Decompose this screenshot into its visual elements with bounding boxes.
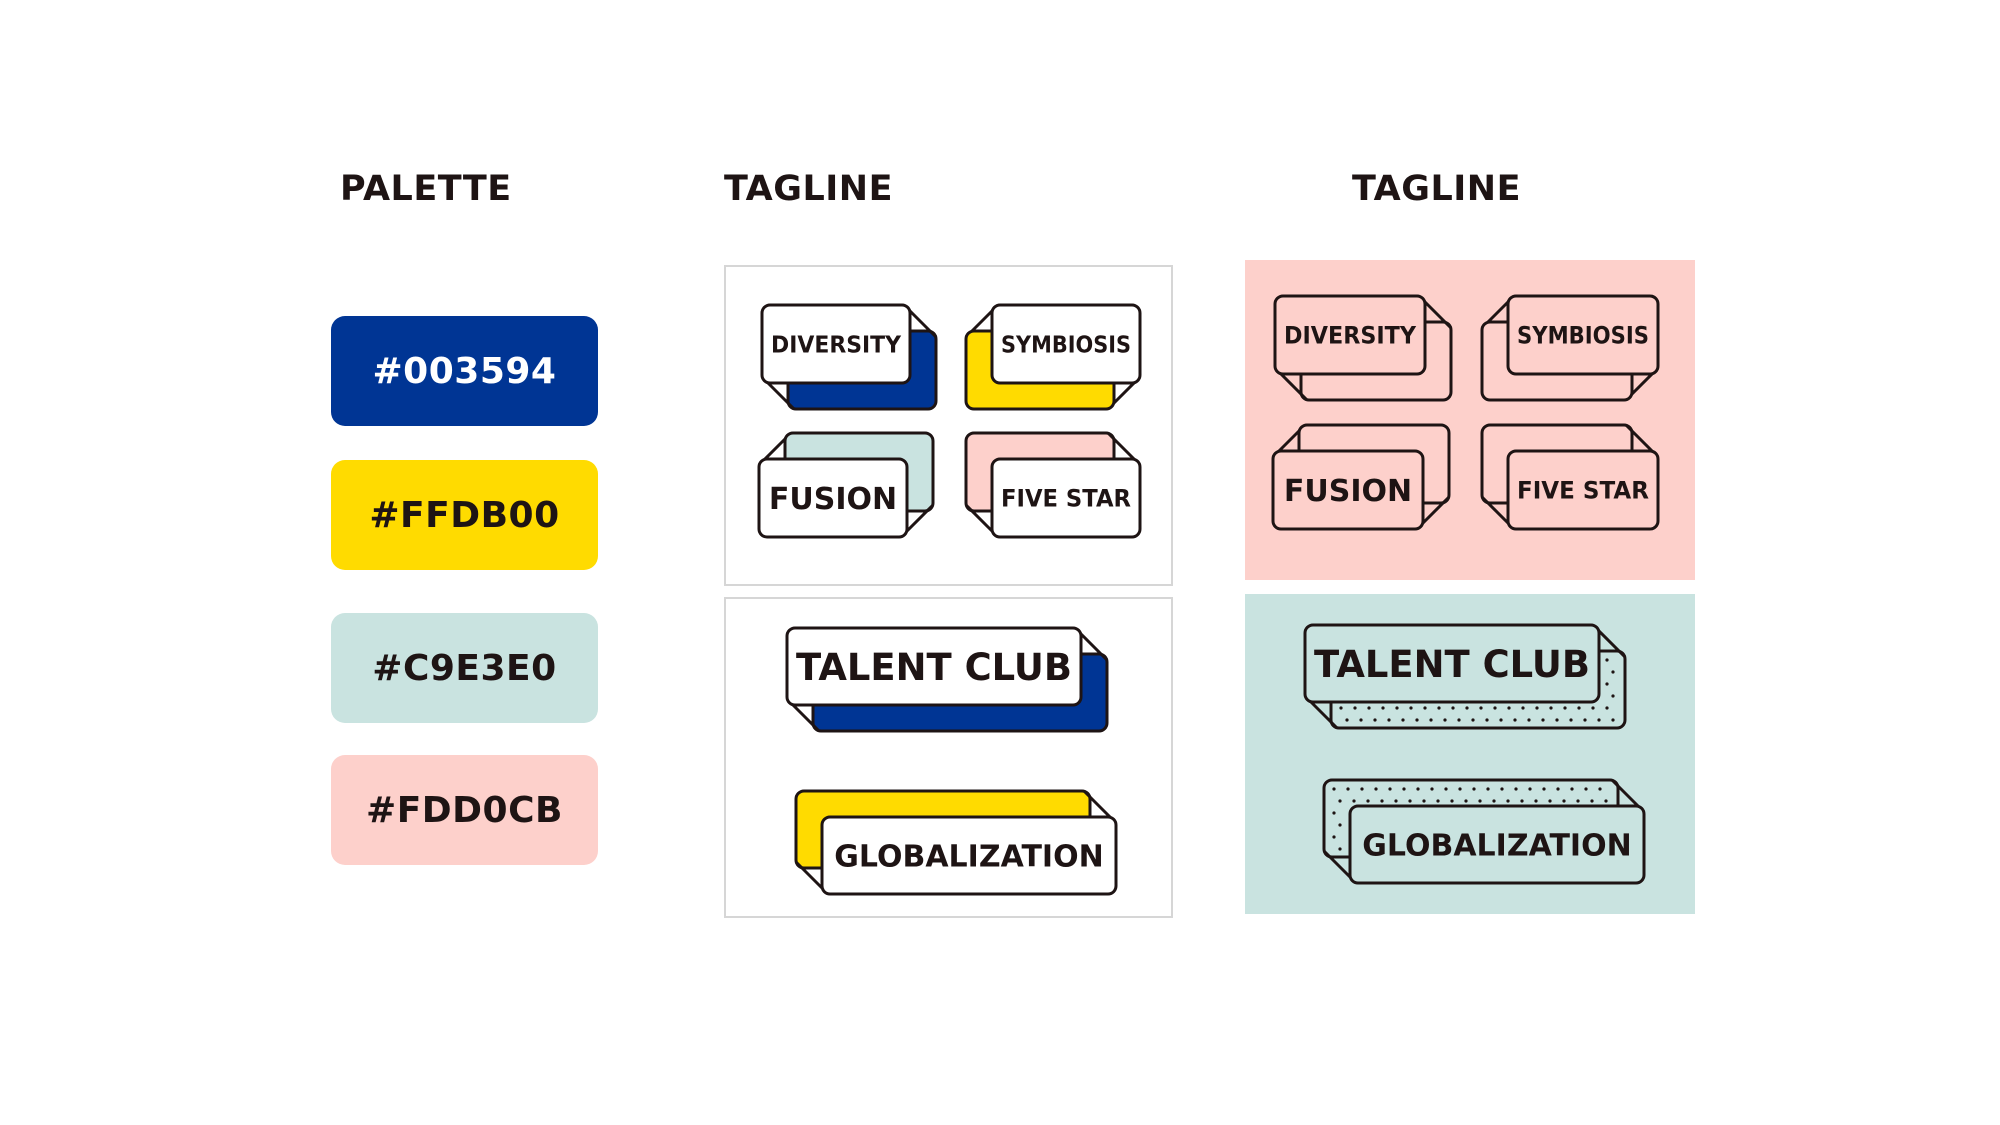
tag-diversity-white: DIVERSITY xyxy=(760,303,938,411)
tag-diversity-pink-front-panel xyxy=(1273,294,1427,376)
tagline-panel-large-white: TALENT CLUB GLOBALIZATION xyxy=(724,597,1173,918)
tag-globalization-white-fold-line xyxy=(794,860,824,890)
tag-five-star-white: FIVE STAR xyxy=(964,431,1142,539)
tag-fusion-white-front-panel xyxy=(757,457,909,539)
tag-fusion-pink-label: FUSION xyxy=(1284,474,1412,509)
swatch-pink: #FDD0CB xyxy=(331,755,598,865)
tag-group-small-pink: DIVERSITY SYMBIOSIS FUSION FIVE STAR xyxy=(1271,294,1660,531)
tag-talent-club-white-fold-line xyxy=(1079,632,1109,662)
tag-globalization-white-fold-line xyxy=(1082,789,1112,819)
palette-heading: PALETTE xyxy=(340,169,512,209)
tag-diversity-white-label: DIVERSITY xyxy=(771,332,901,358)
tag-talent-club-mint-label: TALENT CLUB xyxy=(1314,643,1590,686)
tag-globalization-mint-front-panel xyxy=(1348,804,1646,885)
swatch-mint-label: #C9E3E0 xyxy=(372,647,557,689)
swatch-pink-label: #FDD0CB xyxy=(366,789,563,831)
tag-diversity-pink-label: DIVERSITY xyxy=(1284,322,1417,350)
tag-talent-club-mint-front-panel xyxy=(1303,623,1601,704)
tag-fusion-white-label: FUSION xyxy=(769,482,897,517)
tag-five-star-pink-fold-line xyxy=(1624,423,1654,453)
tag-diversity-pink-fold-line xyxy=(1423,300,1453,330)
tag-diversity-pink-fold-line xyxy=(1279,372,1309,402)
tag-group-small-white: DIVERSITY SYMBIOSIS FUSION FIVE STAR xyxy=(757,303,1142,539)
tag-five-star-white-fold-line xyxy=(1106,431,1136,461)
tag-fusion-pink-fold-line xyxy=(1421,495,1451,525)
tag-diversity-white-fold-line xyxy=(908,309,938,339)
tag-talent-club-white-label: TALENT CLUB xyxy=(796,646,1072,689)
tag-globalization-mint-label: GLOBALIZATION xyxy=(1362,828,1631,863)
tag-globalization-mint-dot-pattern xyxy=(1332,787,1608,851)
tag-fusion-white-fold-line xyxy=(905,503,935,533)
tag-symbiosis-white-label: SYMBIOSIS xyxy=(1001,332,1131,358)
swatch-blue-label: #003594 xyxy=(372,350,557,392)
swatch-yellow-label: #FFDB00 xyxy=(369,494,560,536)
tag-globalization-white: GLOBALIZATION xyxy=(794,789,1118,896)
tag-five-star-pink-fold-line xyxy=(1480,495,1510,525)
tag-five-star-white-label: FIVE STAR xyxy=(1001,485,1131,513)
tag-globalization-mint-fold-line xyxy=(1322,849,1352,879)
tag-symbiosis-pink-front-panel xyxy=(1506,294,1660,376)
tag-symbiosis-white-front-panel xyxy=(990,303,1142,385)
tag-group-large-white: TALENT CLUB GLOBALIZATION xyxy=(785,626,1118,896)
swatch-yellow: #FFDB00 xyxy=(331,460,598,570)
tag-five-star-white-fold-line xyxy=(964,503,994,533)
tag-diversity-white-front-panel xyxy=(760,303,912,385)
tag-diversity-pink: DIVERSITY xyxy=(1273,294,1453,402)
tag-symbiosis-pink-label: SYMBIOSIS xyxy=(1517,322,1649,350)
swatch-mint: #C9E3E0 xyxy=(331,613,598,723)
tagline-heading-1: TAGLINE xyxy=(724,169,893,209)
tag-globalization-white-label: GLOBALIZATION xyxy=(834,839,1103,874)
tag-fusion-pink: FUSION xyxy=(1271,423,1451,531)
tag-symbiosis-white: SYMBIOSIS xyxy=(964,303,1142,411)
swatch-blue: #003594 xyxy=(331,316,598,426)
tag-talent-club-mint-fold-line xyxy=(1309,700,1339,730)
tag-talent-club-white-front-panel xyxy=(785,626,1083,707)
tagline-panel-large-mint: TALENT CLUB GLOBALIZATION xyxy=(1245,594,1695,914)
tag-diversity-white-fold-line xyxy=(766,381,796,411)
tag-group-large-mint: TALENT CLUB GLOBALIZATION xyxy=(1303,623,1646,885)
tagline-heading-2: TAGLINE xyxy=(1352,169,1521,209)
tagline-panel-small-pink: DIVERSITY SYMBIOSIS FUSION FIVE STAR xyxy=(1245,260,1695,580)
tag-talent-club-white-fold-line xyxy=(791,703,821,733)
tag-five-star-pink-label: FIVE STAR xyxy=(1517,477,1649,505)
tag-five-star-pink-front-panel xyxy=(1506,449,1660,531)
tagline-panel-small-white: DIVERSITY SYMBIOSIS FUSION FIVE STAR xyxy=(724,265,1173,586)
tag-talent-club-mint-fold-line xyxy=(1597,629,1627,659)
tag-fusion-white: FUSION xyxy=(757,431,935,539)
tag-talent-club-mint-dot-pattern xyxy=(1339,658,1615,722)
tag-five-star-white-front-panel xyxy=(990,457,1142,539)
tag-talent-club-white: TALENT CLUB xyxy=(785,626,1109,733)
tag-globalization-mint: GLOBALIZATION xyxy=(1322,778,1646,885)
tag-five-star-pink: FIVE STAR xyxy=(1480,423,1660,531)
tag-talent-club-mint: TALENT CLUB xyxy=(1303,623,1627,730)
tag-symbiosis-pink: SYMBIOSIS xyxy=(1480,294,1660,402)
tag-fusion-pink-front-panel xyxy=(1271,449,1425,531)
tag-globalization-white-front-panel xyxy=(820,815,1118,896)
tag-globalization-mint-fold-line xyxy=(1610,778,1640,808)
